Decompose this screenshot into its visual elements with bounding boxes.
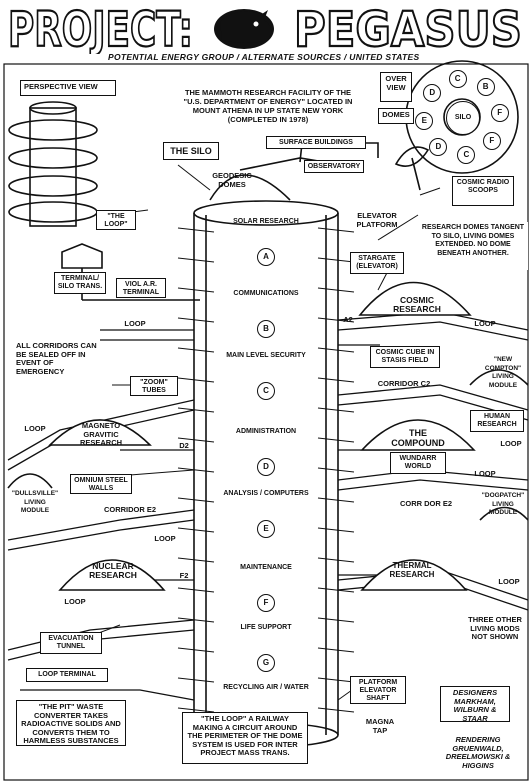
designers-credit: DESIGNERS MARKHAM, WILBURN & STAAR [440, 686, 510, 722]
loop-label: LOOP [494, 578, 524, 587]
overview-letter: B [477, 78, 495, 96]
silo-level-letter: G [257, 654, 275, 672]
zoom-tubes-label: "ZOOM" TUBES [130, 376, 178, 396]
stargate-label: STARGATE (ELEVATOR) [350, 252, 404, 274]
silo-level-label: ADMINISTRATION [212, 428, 320, 437]
overview-letter: C [457, 146, 475, 164]
dome-cosmic-research-label: COSMIC RESEARCH [384, 296, 450, 313]
three-other-living-mods: THREE OTHER LIVING MODS NOT SHOWN [464, 616, 526, 642]
overview-label: OVER VIEW [380, 72, 412, 102]
silo-level-label: MAINTENANCE [212, 564, 320, 573]
corridors-note: ALL CORRIDORS CAN BE SEALED OFF IN EVENT… [16, 342, 102, 376]
loop-label: LOOP [60, 598, 90, 607]
dome-compound-label: THE COMPOUND [388, 428, 448, 448]
dome-thermal-label: THERMAL RESEARCH [382, 562, 442, 579]
loop-label: LOOP [470, 320, 500, 329]
silo-level-label: SOLAR RESEARCH [212, 218, 320, 227]
tag-d2: D2 [176, 442, 192, 451]
corridor-c2-label: CORRIDOR C2 [370, 380, 438, 389]
dome-magneto-label: MAGNETO GRAVITIC RESEARCH [68, 422, 134, 448]
omnium-walls-label: OMNIUM STEEL WALLS [70, 474, 132, 494]
elevator-platform-label: ELEVATOR PLATFORM [350, 212, 404, 229]
tag-a2: A2 [340, 316, 356, 325]
loop-label: LOOP [20, 425, 50, 434]
loop-label: LOOP [496, 440, 526, 449]
domes-label: DOMES [378, 108, 414, 124]
overview-letter: F [491, 104, 509, 122]
platform-elevator-shaft: PLATFORM ELEVATOR SHAFT [350, 676, 406, 704]
perspective-view-label: PERSPECTIVE VIEW [20, 80, 116, 96]
loop-terminal-label: LOOP TERMINAL [26, 668, 108, 682]
dome-dullsville-label: "DULLSVILLE" LIVING MODULE [10, 490, 60, 516]
viol-ar-terminal: VIOL A.R. TERMINAL [116, 278, 166, 298]
perspective-spiral [9, 102, 97, 226]
dome-nuclear-label: NUCLEAR RESEARCH [84, 562, 142, 579]
magna-tap-label: MAGNA TAP [358, 718, 402, 735]
tag-f2: F2 [176, 572, 192, 581]
overview-letter: C [449, 70, 467, 88]
corridor-e2-right-label: CORR DOR E2 [392, 500, 460, 509]
loop-label: LOOP [470, 470, 500, 479]
geodesic-domes-label: GEODESIC DOMES [208, 172, 256, 189]
the-loop-small: "THE LOOP" [96, 210, 136, 230]
surface-buildings-label: SURFACE BUILDINGS [266, 136, 366, 149]
dome-dullsville [8, 474, 52, 488]
silo-level-letter: B [257, 320, 275, 338]
the-loop-note: "THE LOOP" A RAILWAY MAKING A CIRCUIT AR… [182, 712, 308, 764]
silo-level-label: ANALYSIS / COMPUTERS [212, 490, 320, 499]
research-domes-note: RESEARCH DOMES TANGENT TO SILO, LIVING D… [418, 222, 528, 270]
cosmic-cube-label: COSMIC CUBE IN STASIS FIELD [370, 346, 440, 368]
silo-level-label: MAIN LEVEL SECURITY [212, 352, 320, 361]
silo-level-letter: D [257, 458, 275, 476]
observatory-label: OBSERVATORY [304, 160, 364, 173]
human-research-label: HUMAN RESEARCH [470, 410, 524, 432]
cosmic-radio-scoops: COSMIC RADIO SCOOPS [452, 176, 514, 206]
rendering-credit: RENDERING GRUENWALD, DREELMOWSKI & HIGGI… [440, 734, 516, 778]
facility-note: THE MAMMOTH RESEARCH FACILITY OF THE "U.… [178, 86, 358, 136]
the-pit-note: "THE PIT" WASTE CONVERTER TAKES RADIOACT… [16, 700, 126, 746]
silo-level-label: COMMUNICATIONS [212, 290, 320, 299]
dome-new-compton-label: "NEW COMPTON" LIVING MODULE [478, 356, 528, 390]
silo-level-letter: E [257, 520, 275, 538]
loop-label: LOOP [150, 535, 180, 544]
silo-level-letter: C [257, 382, 275, 400]
the-silo-label: THE SILO [163, 142, 219, 160]
loop-label: LOOP [120, 320, 150, 329]
overview-center-silo: SILO [446, 101, 480, 135]
dome-dogpatch-label: "DOGPATCH" LIVING MODULE [478, 492, 528, 518]
silo-level-label: LIFE SUPPORT [212, 624, 320, 633]
overview-letter: F [483, 132, 501, 150]
evacuation-tunnel-label: EVACUATION TUNNEL [40, 632, 102, 654]
silo-level-label: RECYCLING AIR / WATER [212, 684, 320, 693]
wundarr-world-label: WUNDARR WORLD [390, 452, 446, 474]
terminal-silo-trans: TERMINAL/ SILO TRANS. [54, 272, 106, 294]
silo-level-letter: A [257, 248, 275, 266]
corridor-e2-label: CORRIDOR E2 [96, 506, 164, 515]
silo-level-letter: F [257, 594, 275, 612]
